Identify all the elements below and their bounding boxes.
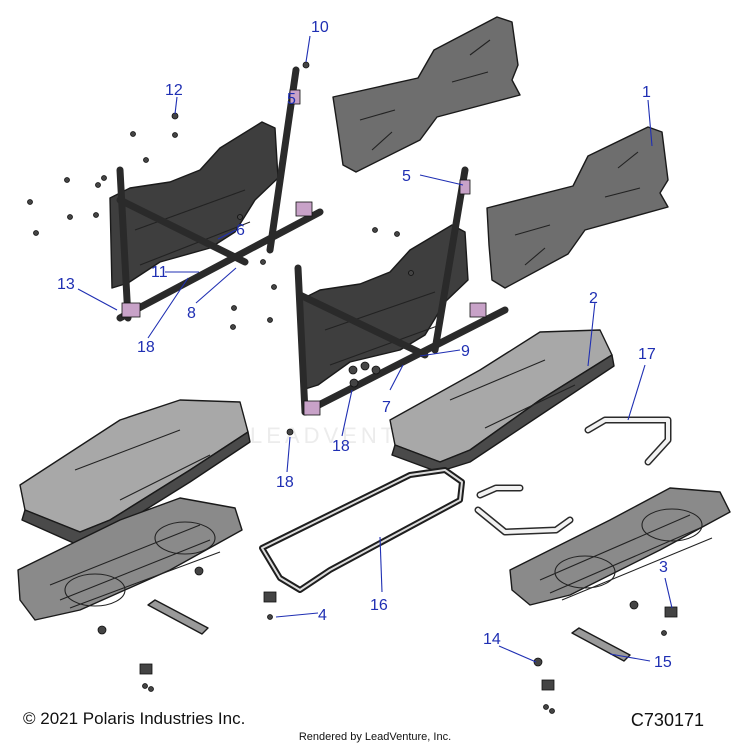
callout-7[interactable]: 7 — [382, 399, 391, 416]
callout-10[interactable]: 10 — [311, 19, 329, 36]
callout-11[interactable]: 11 — [151, 264, 168, 281]
callout-9[interactable]: 9 — [461, 343, 470, 360]
callout-labels: 1 2 3 4 5 5 6 7 8 9 10 11 12 13 14 15 16… — [57, 19, 672, 671]
seat-gasket[interactable] — [259, 467, 465, 593]
callout-2[interactable]: 2 — [589, 290, 598, 307]
support-bar-right[interactable] — [571, 627, 631, 662]
callout-18-lower[interactable]: 18 — [276, 474, 294, 491]
callout-15[interactable]: 15 — [654, 654, 672, 671]
support-bar-left[interactable] — [147, 599, 209, 635]
seat-base-right[interactable] — [509, 487, 731, 606]
callout-4[interactable]: 4 — [318, 607, 327, 624]
seat-frame-upper[interactable] — [109, 66, 324, 322]
seat-base-left[interactable] — [17, 497, 243, 621]
callout-5-lower[interactable]: 5 — [402, 168, 411, 185]
callout-17[interactable]: 17 — [638, 346, 656, 363]
seat-back-pad-upper[interactable] — [332, 16, 521, 173]
callout-18-left[interactable]: 18 — [137, 339, 155, 356]
callout-6[interactable]: 6 — [236, 222, 245, 239]
callout-leaders — [77, 35, 673, 663]
seat-belt-buckles — [121, 89, 487, 416]
callout-18-middle[interactable]: 18 — [332, 438, 350, 455]
callout-3[interactable]: 3 — [659, 559, 668, 576]
seat-frame-lower[interactable] — [294, 166, 509, 416]
seat-back-pad-lower[interactable] — [486, 126, 669, 289]
copyright-notice: © 2021 Polaris Industries Inc. — [23, 709, 246, 728]
callout-5-upper[interactable]: 5 — [287, 91, 296, 108]
callout-12[interactable]: 12 — [165, 82, 183, 99]
callout-14[interactable]: 14 — [483, 631, 501, 648]
callout-16[interactable]: 16 — [370, 597, 388, 614]
storage-frame-tube[interactable] — [474, 416, 672, 536]
fastener-hardware — [27, 61, 678, 714]
callout-1[interactable]: 1 — [642, 84, 651, 101]
diagram-code: C730171 — [630, 710, 704, 730]
callout-13[interactable]: 13 — [57, 276, 75, 293]
seat-cushion-right[interactable] — [389, 329, 615, 473]
seat-cushion-left[interactable] — [19, 399, 251, 546]
rendered-by-credit: Rendered by LeadVenture, Inc. — [298, 731, 452, 743]
callout-8[interactable]: 8 — [187, 305, 196, 322]
